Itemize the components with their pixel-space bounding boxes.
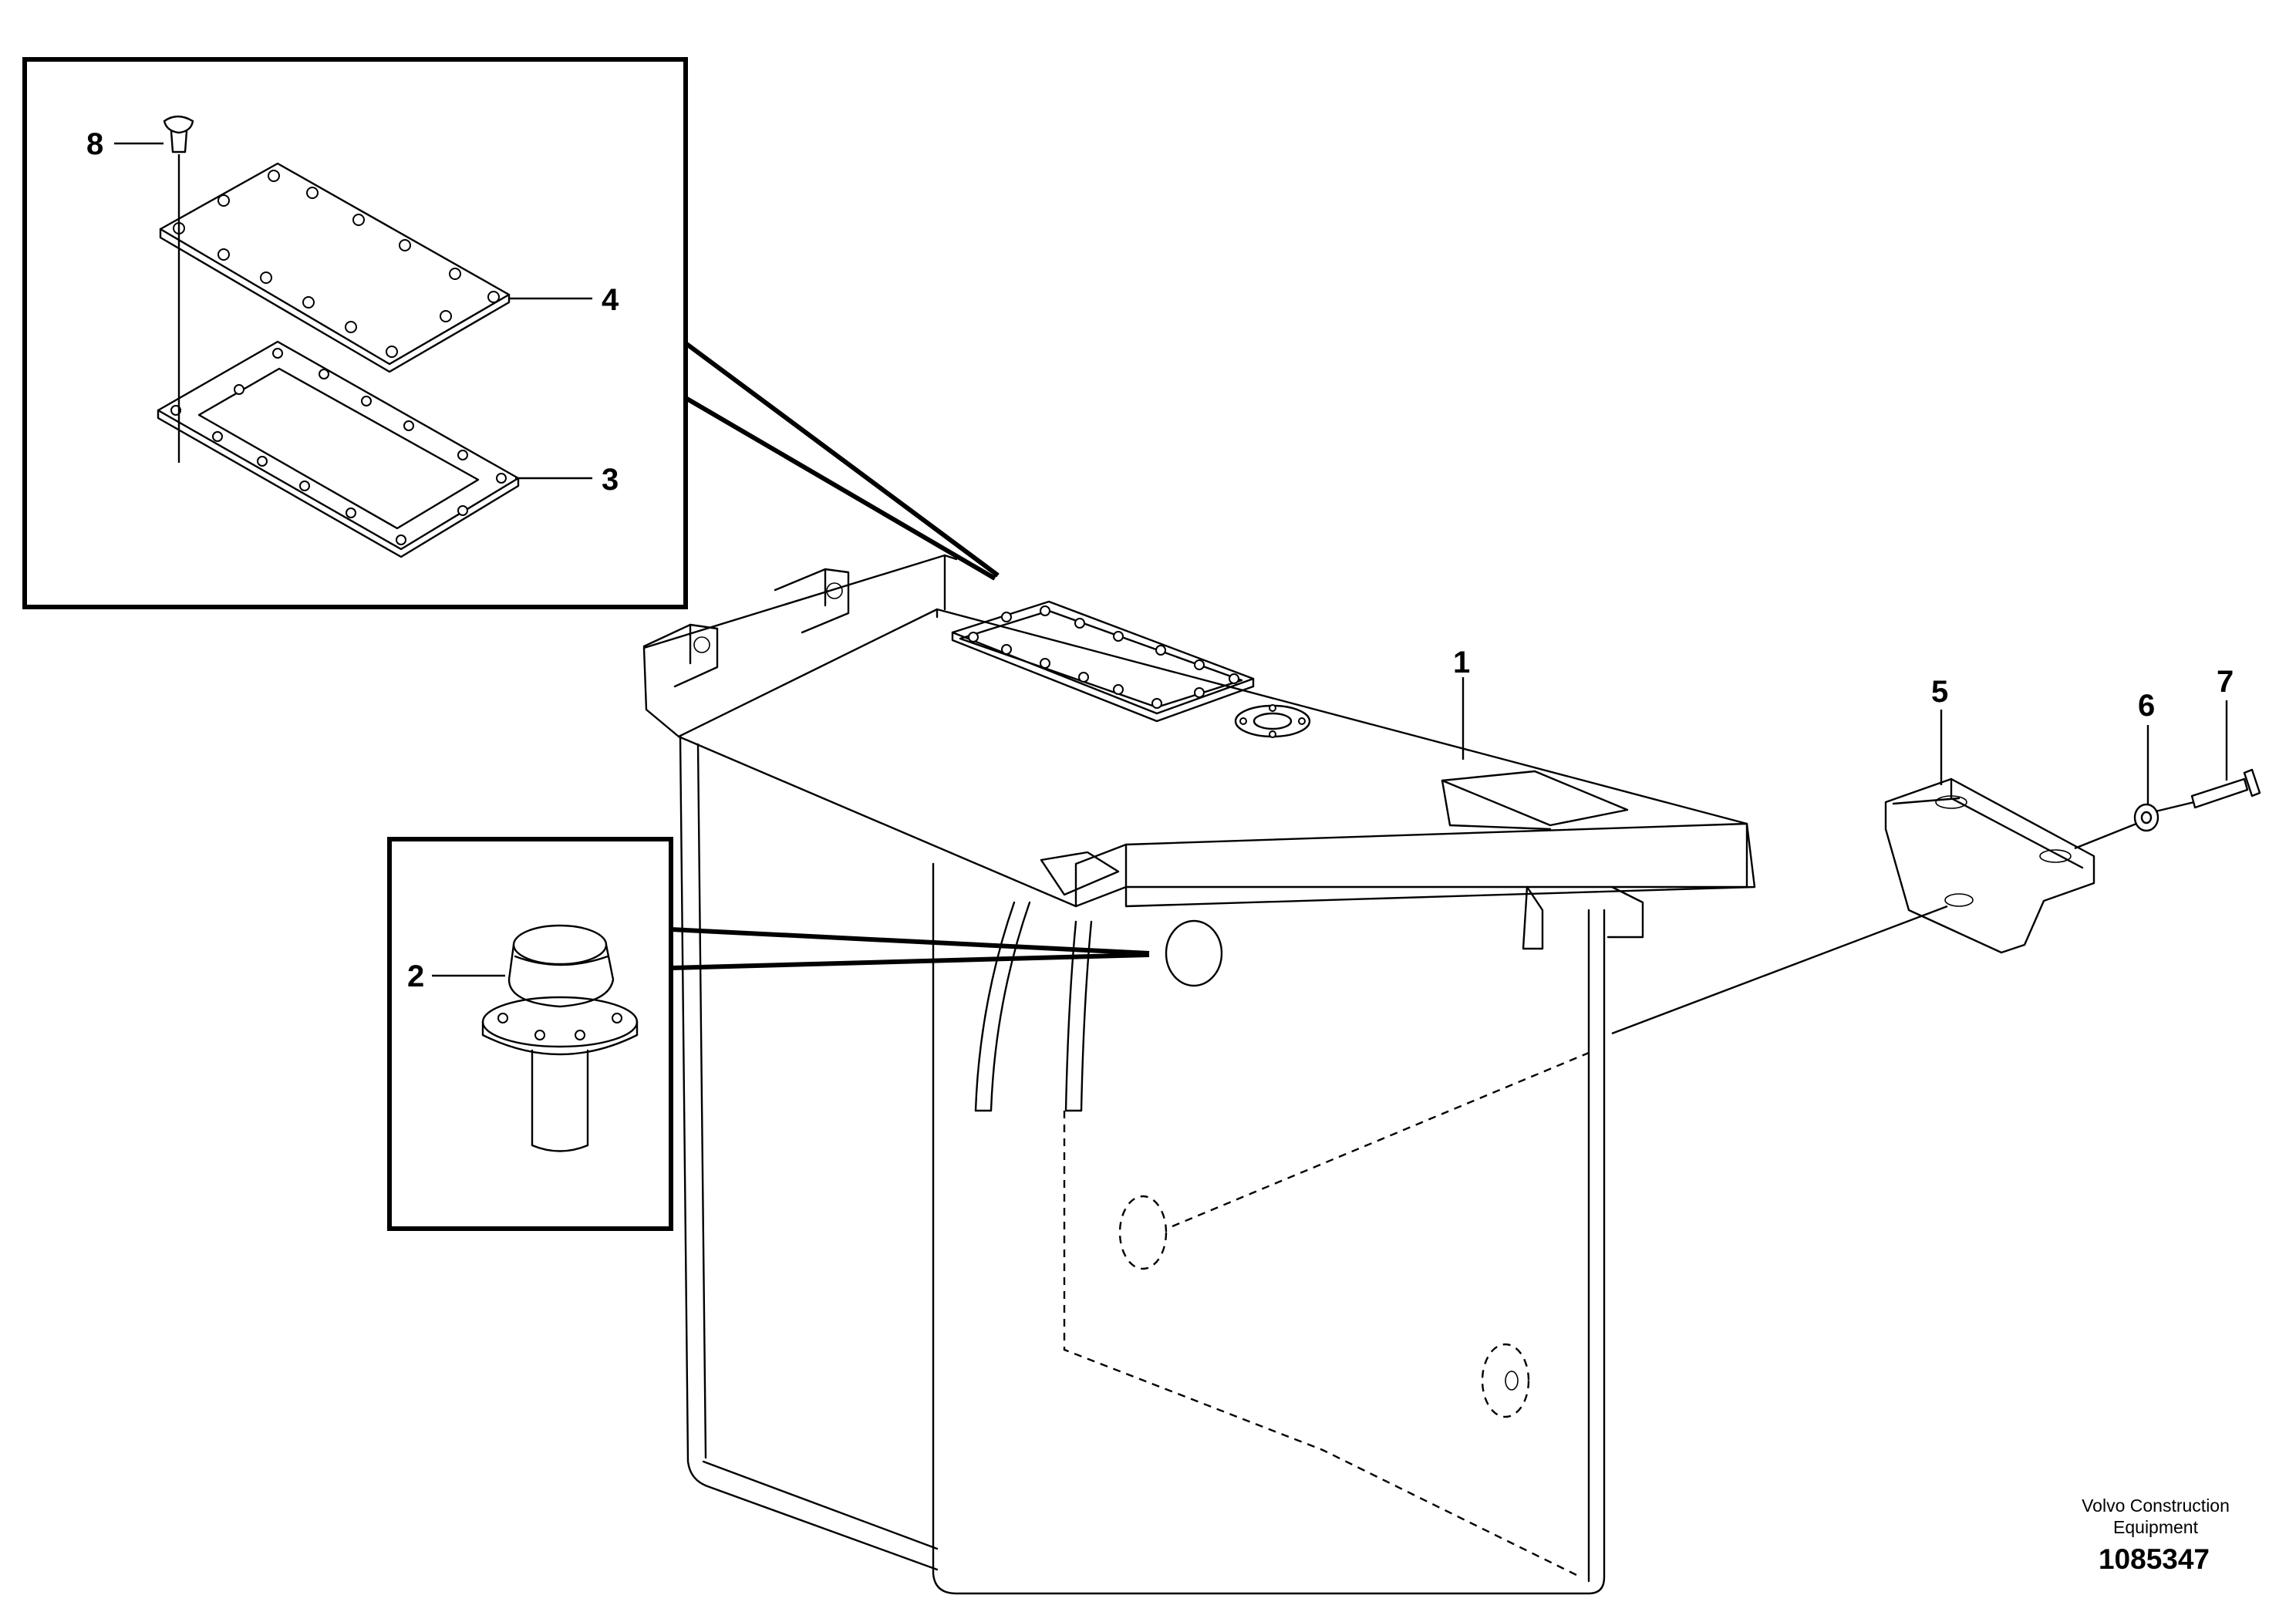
tank-cover-bolts: [968, 605, 1239, 709]
callout-2: 2: [407, 959, 505, 993]
callout-label-6: 6: [2138, 689, 2155, 723]
callout-label-4: 4: [602, 283, 619, 317]
callout-label-3: 3: [602, 463, 619, 497]
callout-label-8: 8: [86, 127, 103, 161]
gasket-holes: [170, 348, 507, 545]
cover-plate-holes: [173, 170, 500, 358]
callout-label-1: 1: [1453, 646, 1470, 679]
callout-3: 3: [515, 463, 619, 497]
detail-box-sight-glass: [387, 837, 1150, 1231]
tank-body: [642, 554, 1756, 1595]
illustration-number: 1085347: [2099, 1543, 2210, 1575]
callout-7: 7: [2217, 665, 2234, 781]
credit-line-1: Volvo Construction: [2082, 1496, 2230, 1516]
bolt: [2190, 768, 2261, 809]
callout-label-2: 2: [407, 959, 424, 993]
credit-line-2: Equipment: [2113, 1517, 2199, 1537]
callout-label-5: 5: [1931, 675, 1948, 709]
washer: [2133, 803, 2159, 832]
callout-label-7: 7: [2217, 665, 2234, 699]
callout-8: 8: [86, 127, 164, 161]
callout-6: 6: [2138, 689, 2155, 804]
callout-1: 1: [1453, 646, 1470, 760]
callout-5: 5: [1931, 675, 1948, 785]
detail-box-cover: [22, 57, 1000, 609]
callout-4: 4: [509, 283, 619, 317]
mounting-bracket: [1884, 777, 2095, 954]
